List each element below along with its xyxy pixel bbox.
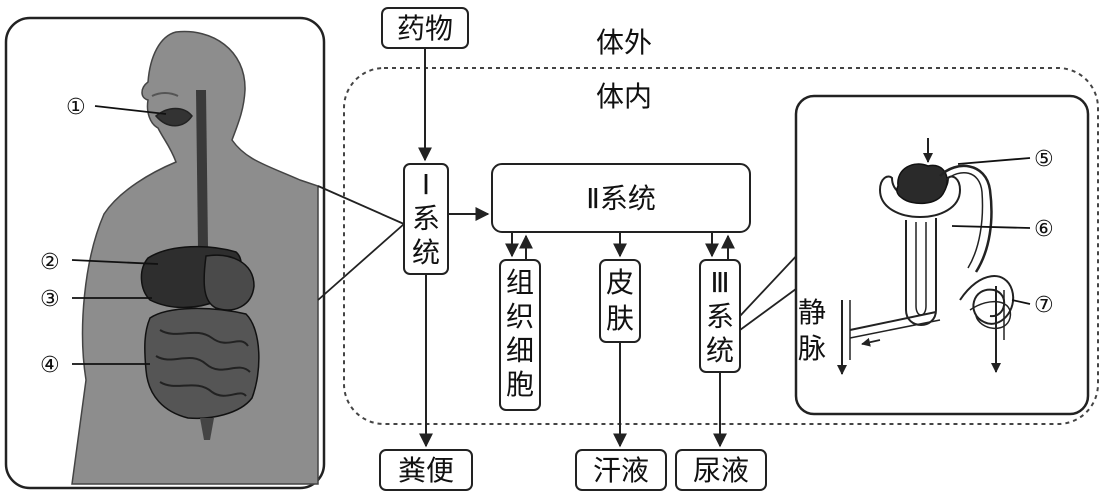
oral-cavity <box>154 107 193 127</box>
tissue-cells-box <box>499 259 541 411</box>
drug-label: 药物 <box>397 12 453 45</box>
feces-box <box>379 449 473 491</box>
tissue-label-2: 细 <box>506 334 534 367</box>
sweat-label: 汗液 <box>593 454 649 487</box>
glomerulus <box>896 163 948 205</box>
nephron-panel <box>794 94 1090 416</box>
human-body-figure <box>71 30 319 485</box>
marker-4: ④ <box>40 353 60 378</box>
system-2-label: Ⅱ系统 <box>586 182 656 215</box>
feces-label: 粪便 <box>398 454 454 487</box>
marker-1: ① <box>66 95 86 120</box>
marker-2: ② <box>40 250 60 275</box>
urine-label: 尿液 <box>693 454 749 487</box>
stomach <box>203 254 255 311</box>
marker-3: ③ <box>40 287 60 312</box>
esophagus <box>196 90 208 248</box>
system-3-label-2: 统 <box>706 334 734 367</box>
outside-label: 体外 <box>596 26 652 59</box>
sweat-box <box>575 449 667 491</box>
system-3-label-0: Ⅲ <box>710 266 729 299</box>
marker-6: ⑥ <box>1034 217 1054 242</box>
inside-label: 体内 <box>596 80 652 113</box>
skin-label-1: 肤 <box>606 302 634 335</box>
vein-label-1: 脉 <box>798 332 826 365</box>
intestines <box>144 307 260 420</box>
marker-7: ⑦ <box>1034 293 1054 318</box>
system-1-label-2: 统 <box>412 236 440 269</box>
system-3-label-1: 系 <box>706 300 734 333</box>
tissue-label-0: 组 <box>506 266 534 299</box>
tissue-label-3: 胞 <box>506 368 534 401</box>
vein-label-0: 静 <box>798 296 826 329</box>
system-1-label-0: Ⅰ <box>422 168 430 201</box>
skin-label-0: 皮 <box>606 266 634 299</box>
system-1-label-1: 系 <box>412 202 440 235</box>
urine-box <box>675 449 767 491</box>
marker-5: ⑤ <box>1034 147 1054 172</box>
tissue-label-1: 织 <box>506 300 534 333</box>
nephron-figure <box>837 138 1015 375</box>
body-inside-region <box>343 67 1099 425</box>
